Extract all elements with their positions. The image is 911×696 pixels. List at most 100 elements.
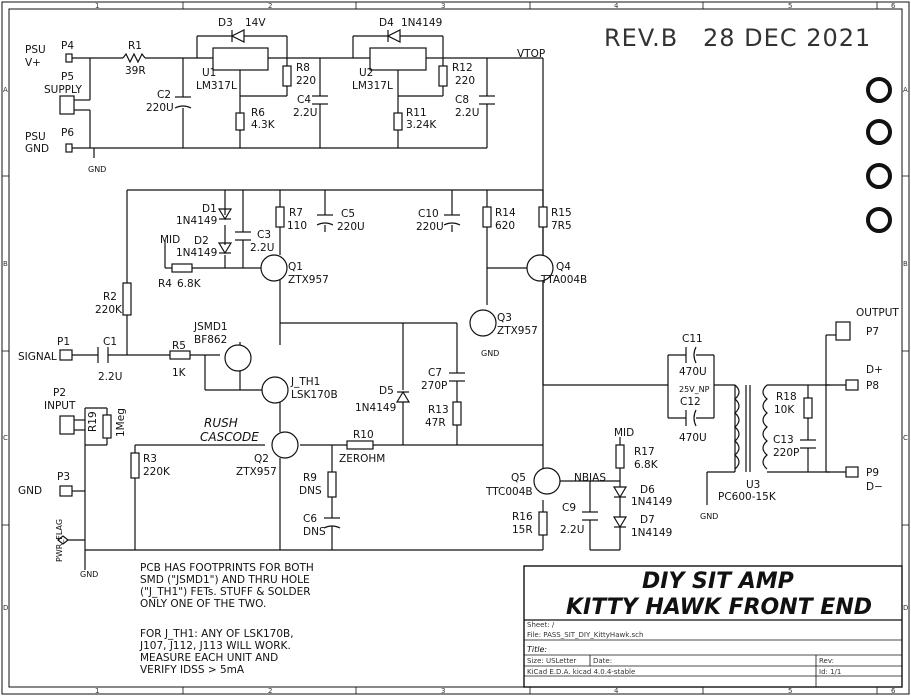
q5-ref: Q5 <box>511 472 526 484</box>
u3-transformer[interactable] <box>734 384 768 472</box>
u1-value: LM317L <box>196 80 237 92</box>
border-row-d-right: D <box>903 604 908 612</box>
d2-diode[interactable] <box>217 242 233 255</box>
c9-ref: C9 <box>562 502 576 514</box>
c9-capacitor[interactable] <box>582 511 598 521</box>
r9-ref: R9 <box>303 472 317 484</box>
r11-resistor[interactable] <box>393 112 403 131</box>
d7-diode[interactable] <box>612 516 628 529</box>
r5-resistor[interactable] <box>169 350 191 360</box>
q2-transistor[interactable] <box>271 431 299 459</box>
r6-resistor[interactable] <box>235 112 245 131</box>
np-label: 25V_NP <box>679 385 710 394</box>
r4-resistor[interactable] <box>171 263 193 273</box>
q4-transistor[interactable] <box>526 254 554 282</box>
c4-capacitor[interactable] <box>312 95 328 105</box>
p3-connector[interactable] <box>59 485 73 497</box>
c3-capacitor[interactable] <box>235 231 251 241</box>
r19-resistor[interactable] <box>102 414 112 439</box>
c1-ref: C1 <box>103 336 117 348</box>
r9-value: DNS <box>299 485 322 497</box>
p4-connector[interactable] <box>65 53 73 63</box>
border-row-a-left: A <box>3 86 8 94</box>
c10-value: 220U <box>416 221 444 233</box>
q1-value: ZTX957 <box>288 274 329 286</box>
q2-ref: Q2 <box>254 453 269 465</box>
title-line-2: KITTY HAWK FRONT END <box>566 595 872 620</box>
p9-ref: P9 <box>866 467 879 479</box>
c8-ref: C8 <box>455 94 469 106</box>
r7-resistor[interactable] <box>275 206 285 228</box>
r10-resistor[interactable] <box>346 440 374 450</box>
p2-connector[interactable] <box>59 415 75 435</box>
r17-resistor[interactable] <box>615 444 625 469</box>
c10-capacitor[interactable] <box>443 214 461 232</box>
c1-capacitor[interactable] <box>97 347 109 363</box>
u2-regulator[interactable] <box>369 47 427 71</box>
r16-resistor[interactable] <box>538 511 548 536</box>
c6-ref: C6 <box>303 513 317 525</box>
u3-value: PC600-15K <box>718 491 777 503</box>
r11-value: 3.24K <box>406 119 437 131</box>
r2-resistor[interactable] <box>122 282 132 316</box>
c12-ref: C12 <box>680 396 701 408</box>
file-field: File: PASS_SIT_DIY_KittyHawk.sch <box>527 631 643 639</box>
c3-ref: C3 <box>257 229 271 241</box>
d5-diode[interactable] <box>395 390 411 403</box>
r12-resistor[interactable] <box>438 65 448 87</box>
c2-capacitor[interactable] <box>174 96 192 109</box>
d6-diode[interactable] <box>612 486 628 499</box>
d3-zener-diode[interactable] <box>230 29 245 43</box>
pcb-note-4: ONLY ONE OF THE TWO. <box>140 598 266 610</box>
d1-ref: D1 <box>202 203 217 215</box>
d4-diode[interactable] <box>386 29 401 43</box>
d2-ref: D2 <box>194 235 209 247</box>
c11-capacitor[interactable] <box>685 346 697 364</box>
d1-diode[interactable] <box>217 208 233 221</box>
p1-connector[interactable] <box>59 349 73 361</box>
q1-transistor[interactable] <box>260 254 288 282</box>
c7-capacitor[interactable] <box>449 372 465 382</box>
c6-capacitor[interactable] <box>323 517 341 529</box>
c7-ref: C7 <box>428 367 442 379</box>
c13-capacitor[interactable] <box>800 439 816 449</box>
r8-resistor[interactable] <box>282 65 292 87</box>
u1-regulator[interactable] <box>212 47 269 71</box>
d7-value: 1N4149 <box>631 527 672 539</box>
r13-value: 47R <box>425 417 446 429</box>
r14-value: 620 <box>495 220 515 232</box>
gnd-symbol-q3: GND <box>481 349 499 358</box>
r3-value: 220K <box>143 466 171 478</box>
r13-resistor[interactable] <box>452 401 462 426</box>
r9-resistor[interactable] <box>327 471 337 498</box>
r1-resistor[interactable] <box>122 52 146 64</box>
c8-capacitor[interactable] <box>479 95 495 105</box>
pcb-note: PCB HAS FOOTPRINTS FOR BOTH SMD ("JSMD1"… <box>140 562 314 610</box>
mounting-holes <box>866 77 892 233</box>
c4-ref: C4 <box>297 94 311 106</box>
p8-connector[interactable] <box>845 379 859 391</box>
r15-resistor[interactable] <box>538 206 548 228</box>
u2-ref: U2 <box>359 67 373 79</box>
q3-transistor[interactable] <box>469 309 497 337</box>
c12-capacitor[interactable] <box>685 409 697 427</box>
c3-value: 2.2U <box>250 242 274 254</box>
border-row-c-left: C <box>3 434 8 442</box>
r14-resistor[interactable] <box>482 206 492 228</box>
p7-connector[interactable] <box>835 321 851 341</box>
p9-connector[interactable] <box>845 466 859 478</box>
r18-resistor[interactable] <box>803 397 813 419</box>
border-col-1-top: 1 <box>95 2 99 10</box>
c5-capacitor[interactable] <box>316 214 334 232</box>
r3-resistor[interactable] <box>130 452 140 479</box>
nbias-net: NBIAS <box>574 472 606 484</box>
p5-connector[interactable] <box>59 95 75 115</box>
p6-connector[interactable] <box>65 143 73 153</box>
j-th1-fet[interactable] <box>261 376 289 404</box>
pwr-flag-label: PWR_FLAG <box>55 519 64 562</box>
pcb-note-1: PCB HAS FOOTPRINTS FOR BOTH <box>140 562 314 574</box>
q5-transistor[interactable] <box>533 467 561 495</box>
jsmd1-value: BF862 <box>194 334 227 346</box>
jsmd1-fet[interactable] <box>224 344 252 372</box>
pwr-flag: PWR_FLAG <box>55 519 69 562</box>
